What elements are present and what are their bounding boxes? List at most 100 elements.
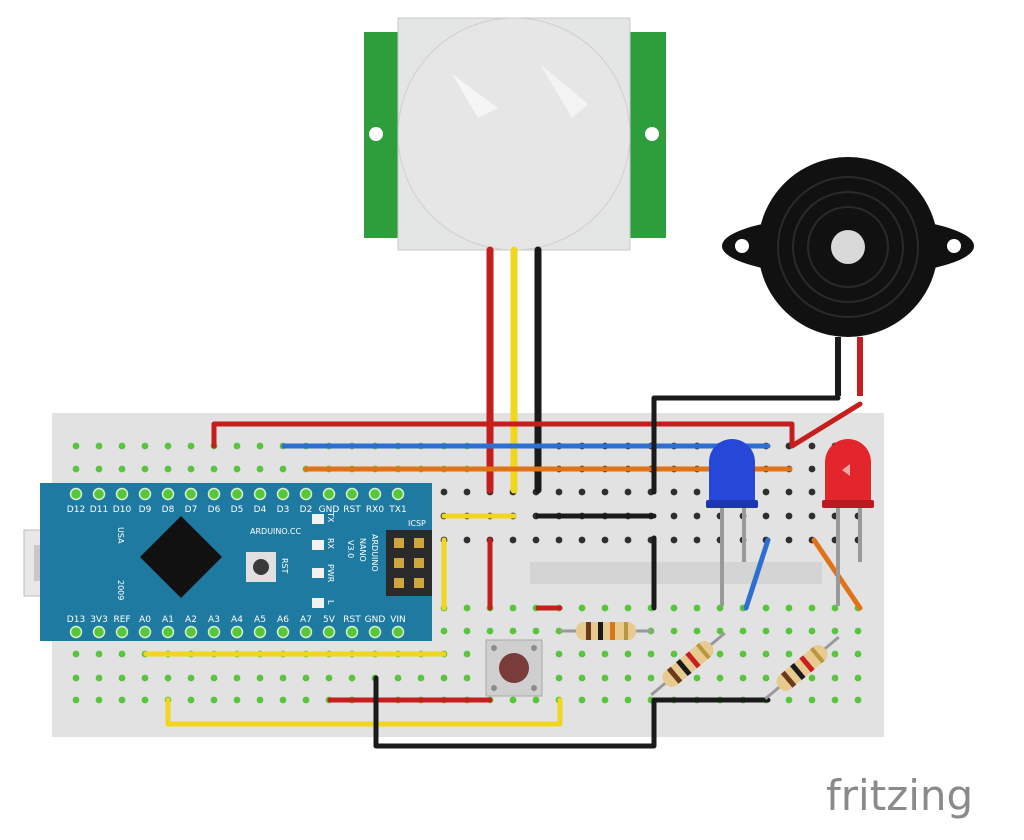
arduino-pin xyxy=(368,625,382,639)
arduino-model-line3: V3.0 xyxy=(346,540,355,558)
arduino-model-line2: NANO xyxy=(358,538,367,562)
breadboard-hole xyxy=(279,465,287,473)
buzzer-ring-1 xyxy=(777,176,919,318)
arduino-pin xyxy=(299,625,313,639)
breadboard-hole xyxy=(72,696,80,704)
breadboard-hole xyxy=(233,465,241,473)
breadboard-hole xyxy=(578,674,586,682)
breadboard-hole xyxy=(762,674,770,682)
breadboard-hole xyxy=(716,650,724,658)
breadboard-hole xyxy=(463,536,471,544)
arduino-pin-label: A0 xyxy=(139,615,151,625)
breadboard-hole xyxy=(141,465,149,473)
arduino-pin-label: RST xyxy=(343,615,361,625)
arduino-pin-label: D10 xyxy=(113,505,132,515)
breadboard-hole xyxy=(808,488,816,496)
buzzer-center xyxy=(831,230,865,264)
breadboard-hole xyxy=(808,512,816,520)
arduino-pin xyxy=(184,487,198,501)
arduino-icsp-label: ICSP xyxy=(408,519,426,528)
breadboard-hole xyxy=(578,604,586,612)
arduino-pin xyxy=(322,625,336,639)
arduino-pin-label: D2 xyxy=(300,505,313,515)
breadboard-hole xyxy=(118,465,126,473)
arduino-pin xyxy=(253,625,267,639)
arduino-icsp-pin xyxy=(414,538,424,548)
led-red-highlight xyxy=(842,464,850,476)
arduino-icsp-pin xyxy=(414,578,424,588)
resistor-1-band-4 xyxy=(624,622,628,640)
breadboard-hole xyxy=(440,627,448,635)
arduino-pin-label: D3 xyxy=(277,505,290,515)
arduino-pin-label: A7 xyxy=(300,615,312,625)
arduino-pin-label: VIN xyxy=(390,615,406,625)
breadboard-hole xyxy=(693,627,701,635)
arduino-model-line1: ARDUINO xyxy=(370,534,379,572)
pir-mount-hole-right xyxy=(645,127,659,141)
fritzing-logo: fritzing xyxy=(826,771,973,820)
breadboard-hole xyxy=(785,650,793,658)
breadboard-hole xyxy=(141,674,149,682)
breadboard-hole xyxy=(785,604,793,612)
resistor-2-band-2 xyxy=(676,659,692,677)
arduino-pin-label: A5 xyxy=(254,615,266,625)
buzzer-ring-2 xyxy=(792,191,904,303)
arduino-pin xyxy=(69,625,83,639)
arduino-icsp-housing xyxy=(386,530,432,596)
breadboard-hole xyxy=(716,604,724,612)
breadboard-hole xyxy=(808,604,816,612)
arduino-pin-label: A2 xyxy=(185,615,197,625)
wires xyxy=(143,246,863,749)
arduino-board xyxy=(40,483,432,641)
buzzer xyxy=(722,157,974,396)
arduino-led-rx-label: RX xyxy=(326,538,335,550)
breadboard-hole xyxy=(279,674,287,682)
breadboard-hole xyxy=(808,696,816,704)
resistor-1 xyxy=(560,622,654,640)
arduino-country: USA xyxy=(116,527,125,544)
breadboard-hole xyxy=(95,650,103,658)
breadboard-hole xyxy=(785,536,793,544)
arduino-led-l xyxy=(312,598,324,608)
breadboard-hole xyxy=(118,650,126,658)
breadboard-hole xyxy=(831,650,839,658)
breadboard-hole xyxy=(739,650,747,658)
breadboard-hole xyxy=(187,674,195,682)
arduino-pin-label: D4 xyxy=(254,505,267,515)
resistor-3-band-2 xyxy=(790,663,806,681)
breadboard-hole xyxy=(555,650,563,658)
breadboard-hole xyxy=(463,650,471,658)
breadboard-hole xyxy=(624,536,632,544)
breadboard-hole xyxy=(210,696,218,704)
push-button-corner-2 xyxy=(531,645,537,651)
arduino-pin xyxy=(92,625,106,639)
arduino-pin xyxy=(115,625,129,639)
breadboard-hole xyxy=(601,536,609,544)
resistor-1-band-1 xyxy=(586,622,591,640)
breadboard-hole xyxy=(555,536,563,544)
breadboard-hole xyxy=(762,488,770,496)
breadboard-hole xyxy=(670,627,678,635)
buzzer-tab-hole-left xyxy=(735,239,749,253)
arduino-icsp-pin xyxy=(394,558,404,568)
breadboard-hole xyxy=(716,627,724,635)
arduino-icsp-pin xyxy=(414,558,424,568)
breadboard-hole xyxy=(463,604,471,612)
arduino-pin-label: GND xyxy=(365,615,386,625)
breadboard-hole xyxy=(118,442,126,450)
arduino-led-pwr-label: PWR xyxy=(326,564,335,583)
arduino-rst-label: RST xyxy=(280,558,289,574)
breadboard-hole xyxy=(95,674,103,682)
arduino-pin xyxy=(299,487,313,501)
breadboard-hole xyxy=(831,674,839,682)
breadboard-hole xyxy=(210,674,218,682)
breadboard-hole xyxy=(624,696,632,704)
breadboard-hole xyxy=(463,488,471,496)
breadboard-hole xyxy=(785,488,793,496)
breadboard-hole xyxy=(509,536,517,544)
breadboard-hole xyxy=(348,674,356,682)
breadboard-hole xyxy=(394,674,402,682)
breadboard-hole xyxy=(72,650,80,658)
